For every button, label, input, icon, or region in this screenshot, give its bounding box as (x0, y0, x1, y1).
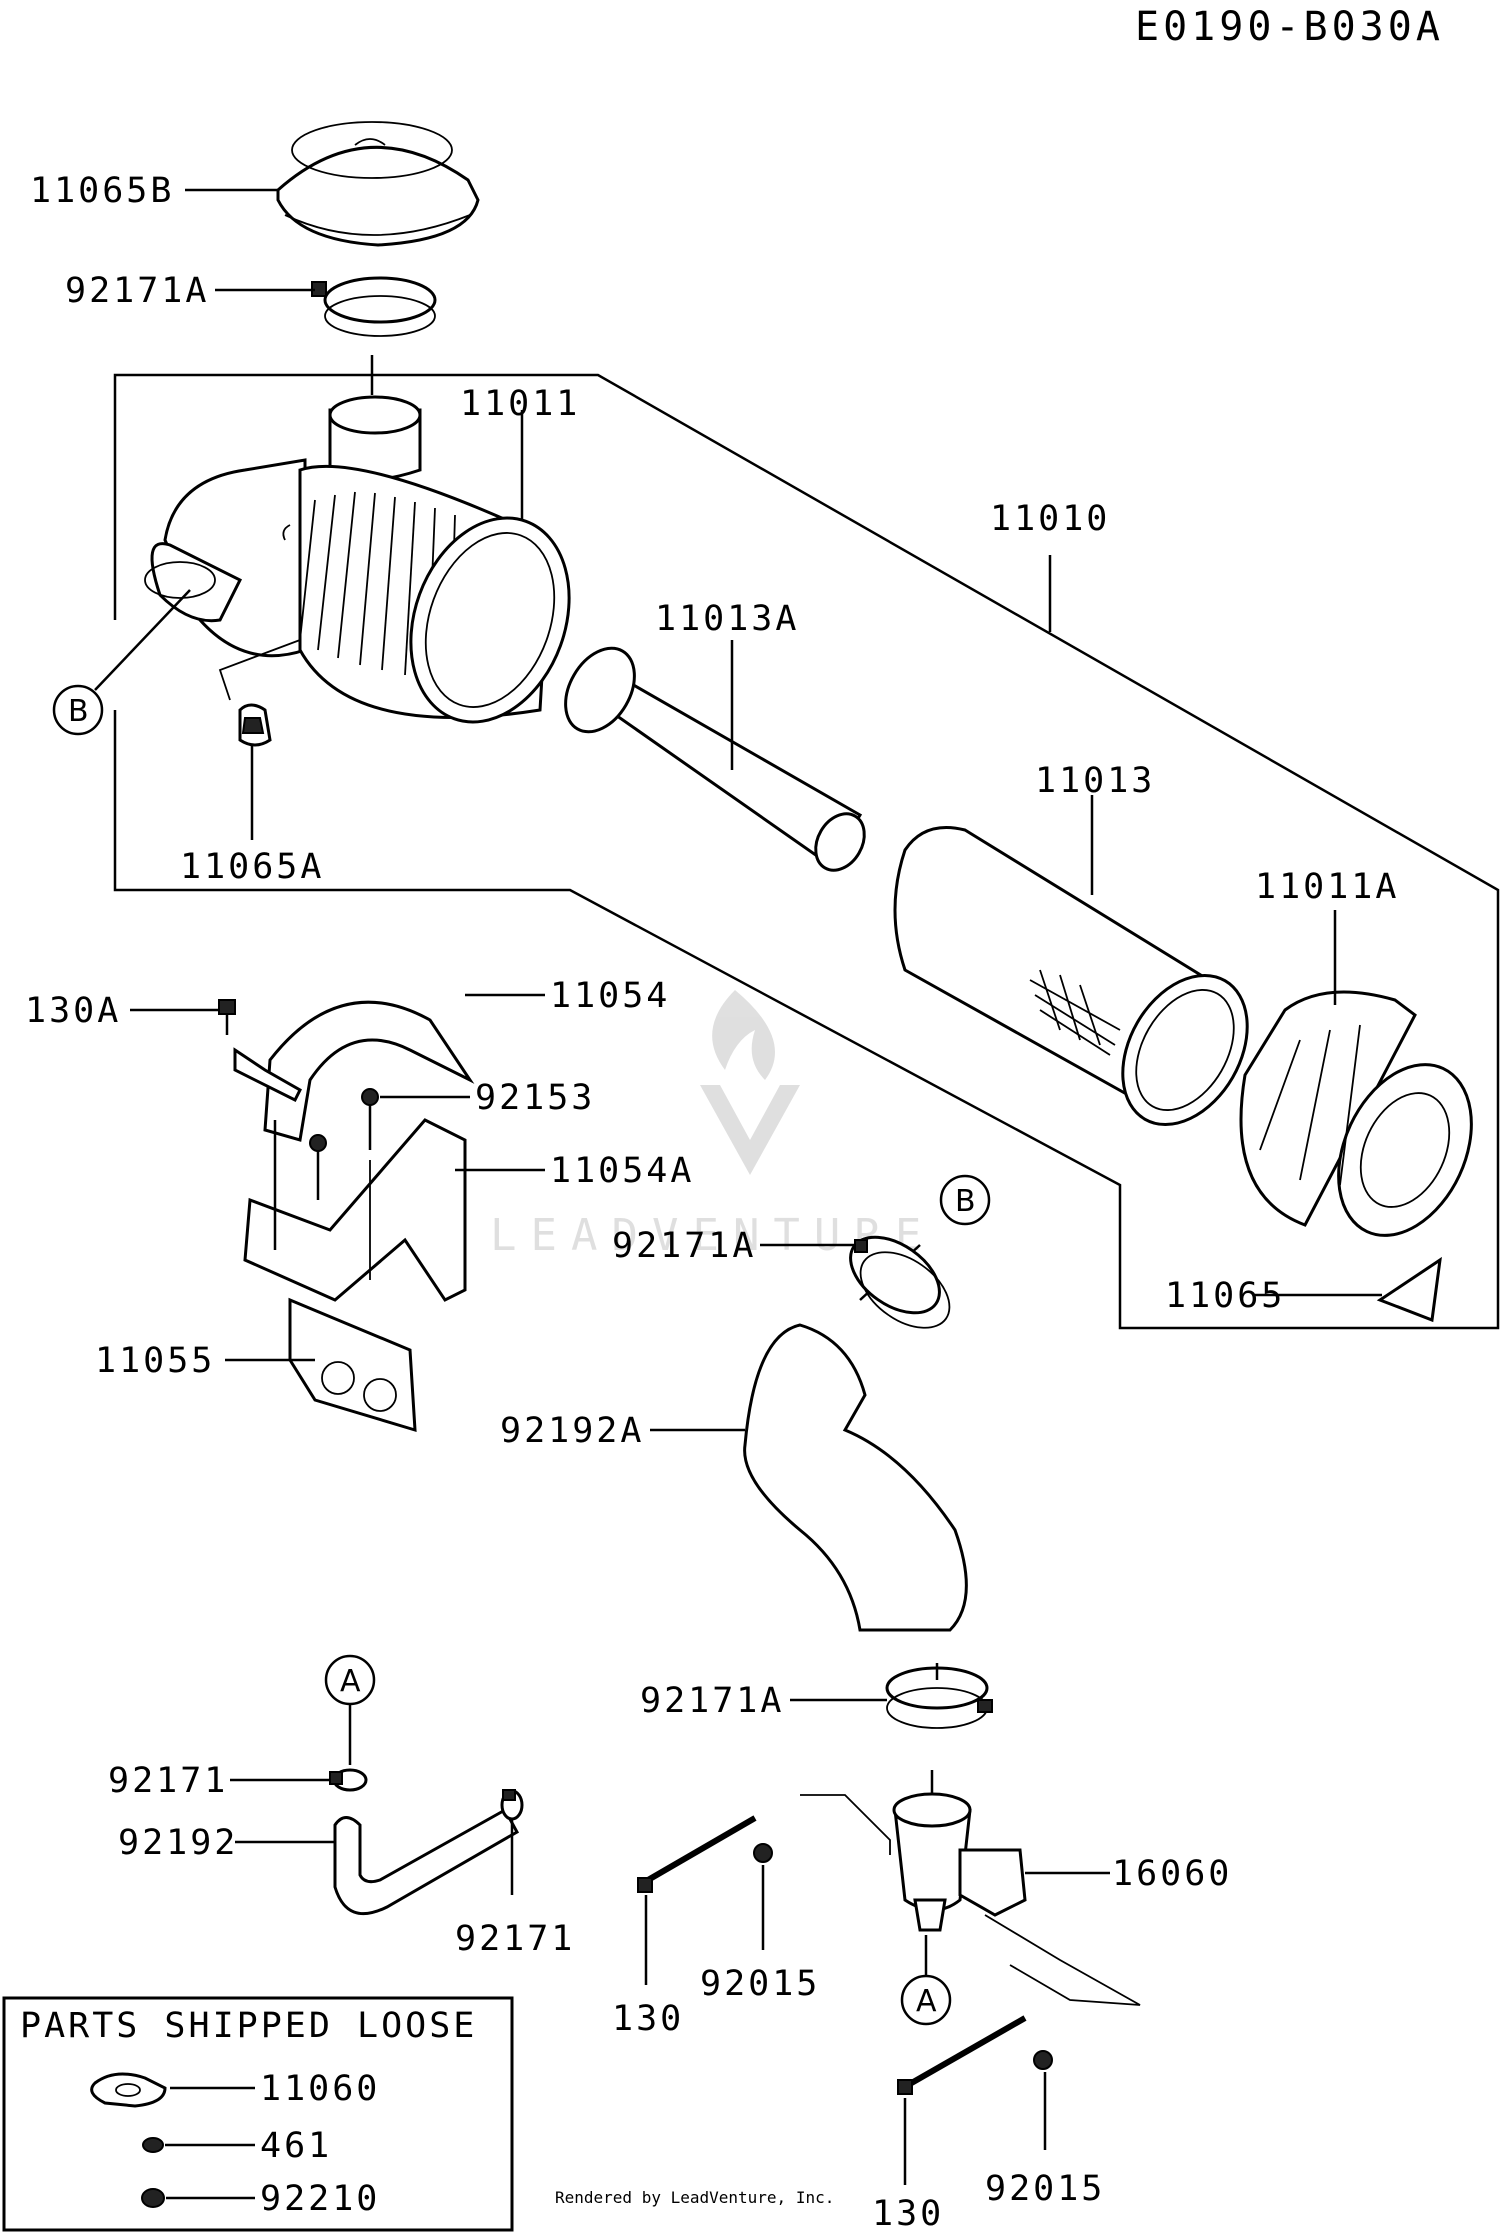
label-11054A: 11054A (550, 1151, 694, 1191)
clamp-92171A-top (311, 276, 437, 337)
ref-circle-B-right (939, 1174, 991, 1226)
label-130-a: 130 (612, 1999, 684, 2039)
loose-box-heading: PARTS SHIPPED LOOSE (20, 2006, 477, 2046)
stud-130-b (897, 2015, 1027, 2095)
label-92171A-mid: 92171A (612, 1226, 756, 1266)
hose-92192A (743, 1323, 968, 1632)
label-11013: 11013 (1035, 761, 1155, 801)
bolt-130A (218, 999, 236, 1035)
ref-B-right: B (955, 1184, 976, 1219)
label-92171A-low: 92171A (640, 1681, 784, 1721)
loose-item-92210: 92210 (260, 2179, 380, 2219)
leader-valve-to-housing (218, 639, 301, 701)
label-11011A: 11011A (1255, 867, 1399, 907)
watermark-text: LEADVENTURE (490, 1210, 935, 1261)
label-11054: 11054 (550, 976, 670, 1016)
element-11013A (564, 646, 866, 872)
label-92171-b: 92171 (455, 1919, 575, 1959)
assembly-bracket-11010 (113, 373, 1500, 1330)
label-92192: 92192 (118, 1823, 238, 1863)
bracket-11054 (233, 1000, 475, 1142)
loose-item-11060: 11060 (260, 2069, 380, 2109)
leader-ref-B-left (94, 589, 191, 691)
leader-inlet-lower (984, 1914, 1141, 2006)
label-11065B: 11065B (30, 171, 174, 211)
label-92015-b: 92015 (985, 2169, 1105, 2209)
label-11013A: 11013A (655, 599, 799, 639)
housing-11011 (144, 395, 571, 724)
label-11065A: 11065A (180, 847, 324, 887)
evacuator-11065 (1376, 1256, 1442, 1323)
ref-circle-A-top (324, 1654, 376, 1706)
label-92192A: 92192A (500, 1411, 644, 1451)
label-16060: 16060 (1112, 1854, 1232, 1894)
nut-92210 (141, 2188, 165, 2208)
clamp-92171-b (500, 1789, 524, 1821)
credit-text: Rendered by LeadVenture, Inc. (555, 2188, 834, 2207)
label-11055: 11055 (95, 1341, 215, 1381)
element-11013 (893, 826, 1249, 1127)
stay-11054A (243, 1118, 467, 1302)
leader-inlet-upper (800, 1794, 891, 1855)
label-11065: 11065 (1165, 1276, 1285, 1316)
parts-shipped-loose-box: PARTS SHIPPED LOOSE 11060 461 92210 (2, 1996, 514, 2232)
watermark: LEADVENTURE (490, 990, 935, 1261)
plate-11055 (273, 1120, 417, 1433)
label-11010: 11010 (990, 499, 1110, 539)
gasket-11060 (90, 2072, 167, 2108)
ref-B-left: B (68, 694, 89, 729)
label-92171A-top: 92171A (65, 271, 209, 311)
clamp-92171A-low (885, 1663, 993, 1729)
label-92153: 92153 (475, 1078, 595, 1118)
diagram-title: E0190-B030A (1135, 4, 1444, 50)
clamp-92171A-mid (849, 1235, 951, 1329)
cap-11065B (276, 121, 480, 247)
nut-92015-b (1033, 2050, 1053, 2070)
washer-461 (142, 2137, 164, 2153)
valve-11065A (238, 703, 272, 747)
label-92015-a: 92015 (700, 1964, 820, 2004)
stud-130-a (637, 1815, 757, 1893)
ref-circle-A-bottom (900, 1974, 952, 2026)
ref-A-top: A (340, 1664, 361, 1699)
hose-92192 (333, 1807, 520, 1916)
ref-circle-B-left (52, 684, 104, 736)
label-130-b: 130 (872, 2194, 944, 2233)
ref-A-bottom: A (916, 1984, 937, 2019)
label-92171-a: 92171 (108, 1761, 228, 1801)
loose-item-461: 461 (260, 2126, 332, 2166)
bolt-92153 (309, 1088, 379, 1200)
cover-11011A (1239, 990, 1473, 1237)
inlet-16060 (892, 1770, 1027, 1932)
label-11011: 11011 (460, 384, 580, 424)
nut-92015-a (753, 1843, 773, 1863)
clamp-92171-a (329, 1768, 368, 1792)
label-130A: 130A (25, 991, 121, 1031)
